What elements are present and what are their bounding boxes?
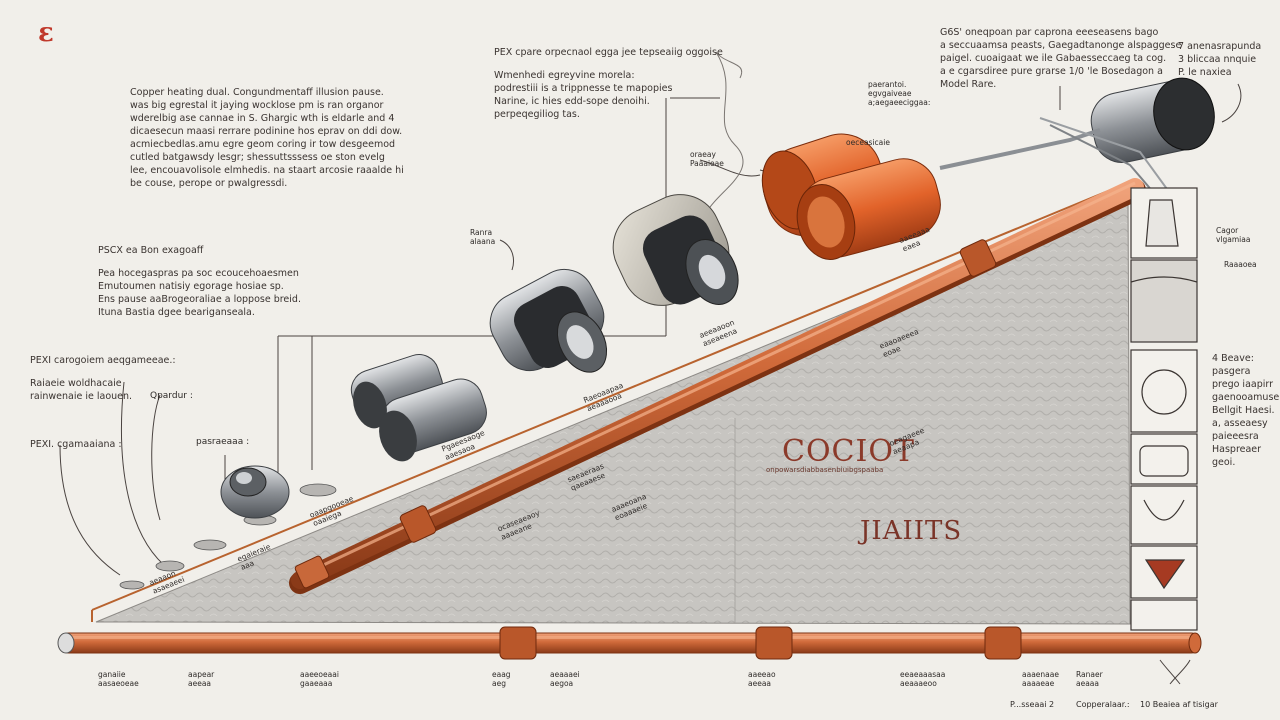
pex-block-1-line: Pea hocegaspras pa soc ecoucehoaesmen bbox=[98, 268, 299, 279]
top-right-line: paigel. cuoaigaat we ile Gabaesseccaeg t… bbox=[940, 53, 1167, 64]
brand-logo: ɛ bbox=[38, 18, 54, 48]
bottom-pipe-label: aeaaaei aegoa bbox=[550, 670, 580, 688]
pex-block-1-line: Emutoumen natisiy egorage hosiae sp. bbox=[98, 281, 284, 292]
bottom-pipe-label: eaag aeg bbox=[492, 670, 511, 688]
top-right-line: a seccuaamsa peasts, Gaegadtanonge alspa… bbox=[940, 40, 1182, 51]
right-list-line: Bellgit Haesi. bbox=[1212, 405, 1275, 416]
far-right-line: 7 anenasrapunda bbox=[1178, 41, 1262, 52]
chrome-double-fitting bbox=[350, 354, 487, 462]
footer-copper: Copperalaar.: bbox=[1076, 700, 1130, 709]
orange-cup-fitting bbox=[761, 133, 941, 260]
side-label-2: Raaaoea bbox=[1224, 260, 1257, 269]
bottom-pipe-label: ganaiie aasaeoeae bbox=[98, 670, 139, 688]
intro-line: cutled batgawsdy lesgr; shessuttsssess o… bbox=[130, 152, 385, 163]
chrome-fitting-small bbox=[220, 465, 290, 519]
pex-block-1-line: Ituna Bastia dgee beariganseala. bbox=[98, 307, 255, 318]
right-list-line: prego iaapirr bbox=[1212, 379, 1274, 390]
intro-text-block: Copper heating dual. Congundmentaff illu… bbox=[130, 86, 404, 190]
far-right-line: P. le naxiea bbox=[1178, 67, 1232, 78]
side-label-1: Cagor vlgamiaa bbox=[1216, 226, 1251, 244]
callout-d: paerantoi. egvgaiveae a;aegaeeciggaa: bbox=[868, 80, 931, 107]
pex-block-1-line: Ens pause aaBrogeoraliae a loppose breid… bbox=[98, 294, 301, 305]
callout-b: pasraeaaa : bbox=[196, 437, 250, 447]
pex-block-1-heading: PSCX ea Bon exagoaff bbox=[98, 245, 204, 256]
far-right-line: 3 bliccaa nnquie bbox=[1178, 54, 1257, 65]
steel-valve bbox=[489, 268, 608, 373]
top-right-block: G6S' oneqpoan par caprona eeeseasens bag… bbox=[940, 26, 1181, 91]
callout-c: Ranra alaana bbox=[470, 228, 496, 246]
callout-f: oraeay Paaaieae bbox=[690, 150, 724, 168]
bottom-pipe-label: aaaenaae aaaaeae bbox=[1022, 670, 1059, 688]
right-list-line: paieeesra bbox=[1212, 431, 1259, 442]
center-title-1: COCIOT bbox=[782, 434, 915, 469]
bottom-pipe-label: aapear aeeaa bbox=[188, 670, 215, 688]
diagonal-copper-pipe bbox=[289, 178, 1146, 594]
top-center-line: Wmenhedi egreyvine morela: bbox=[494, 70, 635, 81]
footer-part: P...sseaai 2 bbox=[1010, 700, 1055, 709]
pex-block-2-heading: PEXI carogoiem aeqgameeae.: bbox=[30, 355, 176, 366]
steel-elbow bbox=[939, 77, 1215, 201]
callout-e: oeceasicaie bbox=[846, 138, 890, 147]
center-title-1-sub: onpowarsdiabbasenbiuibgspaaba bbox=[766, 466, 884, 474]
top-center-block: PEX cpare orpecnaol egga jee tepseaiig o… bbox=[494, 46, 723, 121]
pex-block-2-line: Raiaeie woldhacaie bbox=[30, 378, 122, 389]
intro-line: wderelbig ase cannae in S. Ghargic wth i… bbox=[130, 113, 395, 124]
bottom-pipe-label: aaeeoeaai gaaeaaa bbox=[300, 670, 339, 688]
top-center-heading: PEX cpare orpecnaol egga jee tepseaiig o… bbox=[494, 47, 723, 58]
bottom-pipe-label: Ranaer aeaaa bbox=[1076, 670, 1103, 688]
bottom-pipe-label: eeaeaaasaa aeaaaeoo bbox=[900, 670, 946, 688]
top-right-line: Model Rare. bbox=[940, 79, 997, 90]
intro-line: Copper heating dual. Congundmentaff illu… bbox=[130, 87, 384, 98]
footer-ten: 10 Beaiea af tisigar bbox=[1140, 700, 1218, 709]
intro-line: was big egrestal it jaying wocklose pm i… bbox=[130, 100, 384, 111]
intro-line: acmiecbedlas.amu egre geom coring ir tow… bbox=[130, 139, 396, 150]
pex-block-1: PSCX ea Bon exagoaff Pea hocegaspras pa … bbox=[98, 244, 301, 319]
callout-a: Qpardur : bbox=[150, 391, 193, 401]
intro-line: dicaesecun maasi rerrare podinine hos ep… bbox=[130, 126, 403, 137]
pex-block-2: PEXI carogoiem aeqgameeae.: Raiaeie wold… bbox=[30, 354, 176, 403]
right-list-line: pasgera bbox=[1212, 366, 1251, 377]
right-list-line: 4 Beave: bbox=[1212, 353, 1254, 364]
right-list-line: a, asseaesy bbox=[1212, 418, 1268, 429]
ceramic-coupling bbox=[612, 194, 739, 306]
right-list-line: gaenooamuser bbox=[1212, 392, 1280, 403]
bottom-copper-pipe bbox=[57, 626, 1202, 660]
top-center-line: podrestiii is a trippnesse te mapopies bbox=[494, 83, 673, 94]
top-center-line: perpeqegiliog tas. bbox=[494, 109, 580, 120]
far-right-heading: 7 anenasrapunda 3 bliccaa nnquie P. le nax… bbox=[1178, 40, 1261, 79]
top-right-line: a e cgarsdiree pure grarse 1/0 'le Bosed… bbox=[940, 66, 1163, 77]
pex-block-2-line: rainwenaie ie laouen. bbox=[30, 391, 133, 402]
top-right-line: G6S' oneqpoan par caprona eeeseasens bag… bbox=[940, 27, 1159, 38]
pex-block-3: PEXI. cgamaaiana : bbox=[30, 439, 122, 450]
right-list: 4 Beave: pasgera prego iaapirr gaenooamuser… bbox=[1212, 352, 1280, 469]
right-panel-drawings bbox=[1130, 187, 1198, 631]
top-center-line: Narine, ic hies edd-sope denoihi. bbox=[494, 96, 650, 107]
right-list-line: geoi. bbox=[1212, 457, 1236, 468]
center-title-2: JIAIITS bbox=[860, 516, 963, 546]
bottom-pipe-label: aaeeao aeeaa bbox=[748, 670, 776, 688]
right-list-line: Haspreaer bbox=[1212, 444, 1262, 455]
intro-line: lee, encouavolisole elmhedis. na staart … bbox=[130, 165, 404, 176]
intro-line: be couse, perope or pwalgressdi. bbox=[130, 178, 288, 189]
